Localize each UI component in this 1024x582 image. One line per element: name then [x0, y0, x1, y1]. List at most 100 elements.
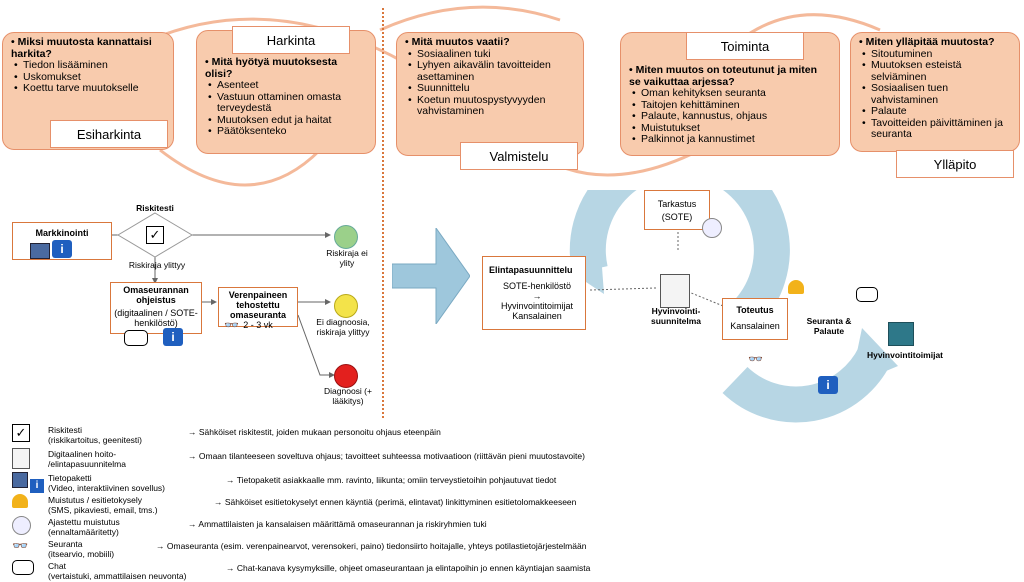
- legend-desc: Omaseuranta (esim. verenpainearvot, vere…: [166, 541, 587, 551]
- clipboard-icon: [660, 274, 690, 308]
- legend-sub: (vertaistuki, ammattilaisen neuvonta): [48, 571, 187, 581]
- hyvinvointisuunnitelma-label: Hyvinvointi-suunnitelma: [650, 306, 702, 326]
- cycle-elintapasuunnittelu: Elintapasuunnittelu SOTE-henkilöstö → Hy…: [482, 256, 586, 330]
- toteutus-title: Toteutus: [736, 305, 774, 315]
- tarkastus-sub: (SOTE): [661, 212, 693, 222]
- elintapa-line1: SOTE-henkilöstö: [502, 281, 572, 291]
- cycle-tarkastus: Tarkastus (SOTE): [644, 190, 710, 230]
- legend-sub: (riskikartoitus, geenitesti): [48, 435, 143, 445]
- tarkastus-title: Tarkastus: [657, 199, 697, 209]
- info-icon: i: [52, 240, 72, 258]
- yllapito-item: Sitoutuminen: [862, 48, 1011, 61]
- bell-icon: [12, 494, 36, 514]
- elintapa-line3: Kansalainen: [512, 311, 562, 321]
- valmistelu-item: Suunnittelu: [408, 82, 575, 95]
- yellow-circle-icon: [334, 294, 358, 318]
- hyvinvointitoimijat-label: Hyvinvointitoimijat: [866, 350, 944, 360]
- cycle-arrows: [568, 190, 898, 423]
- toiminta-item: Taitojen kehittäminen: [632, 99, 831, 112]
- elintapa-title: Elintapasuunnittelu: [489, 265, 573, 275]
- stage-label-toiminta: Toiminta: [686, 32, 804, 60]
- flow-omaseuranta: Omaseurannan ohjeistus (digitaalinen / S…: [110, 282, 202, 334]
- esiharkinta-item: Tiedon lisääminen: [14, 59, 165, 72]
- riskiraja-ei-ylity-label: Riskiraja ei ylity: [326, 248, 368, 268]
- harkinta-item: Vastuun ottaminen omasta terveydestä: [208, 91, 367, 115]
- glasses-icon: 👓: [748, 352, 763, 366]
- yllapito-item: Sosiaalisen tuen vahvistaminen: [862, 82, 1011, 106]
- yllapito-item: Muutoksen esteistä selviäminen: [862, 59, 1011, 83]
- legend-desc: Sähköiset riskitestit, joiden mukaan per…: [198, 427, 441, 437]
- flow-verenpaine: Verenpaineen tehostettu omaseuranta 2 - …: [218, 287, 298, 330]
- toiminta-item: Muistutukset: [632, 122, 831, 135]
- legend-desc: Ammattilaisten ja kansalaisen määrittämä…: [198, 519, 487, 529]
- omaseuranta-title: Omaseurannan ohjeistus: [123, 285, 189, 305]
- legend-desc: Omaan tilanteeseen soveltuva ohjaus; tav…: [198, 451, 585, 461]
- stage-label-valmistelu: Valmistelu: [460, 142, 578, 170]
- chat-icon: [856, 287, 878, 302]
- seuranta-palaute-label: Seuranta & Palaute: [806, 316, 852, 336]
- flow-connectors: [112, 212, 335, 378]
- clock-icon: [12, 516, 36, 536]
- verenpaine-sub: 2 - 3 vk: [243, 320, 273, 330]
- legend-name: Chat: [48, 561, 66, 571]
- stage-box-valmistelu: • Mitä muutos vaatii? Sosiaalinen tuki L…: [396, 32, 584, 156]
- toiminta-item: Palkinnot ja kannustimet: [632, 133, 831, 146]
- clock-icon: [702, 218, 722, 238]
- red-circle-icon: [334, 364, 358, 388]
- yllapito-item: Palaute: [862, 105, 1011, 118]
- green-circle-icon: [334, 225, 358, 249]
- legend-sub: (SMS, pikaviesti, email, tms.): [48, 505, 158, 515]
- legend-sub: (ennaltamääritetty): [48, 527, 119, 537]
- toiminta-item: Oman kehityksen seuranta: [632, 87, 831, 100]
- bell-icon: [788, 280, 804, 294]
- chat-icon: [12, 560, 36, 580]
- stage-label-harkinta: Harkinta: [232, 26, 350, 54]
- info-icon: i: [163, 328, 183, 346]
- transition-arrow: [392, 228, 470, 324]
- elintapa-line2: Hyvinvointitoimijat: [500, 301, 574, 311]
- glasses-icon: 👓: [224, 318, 239, 332]
- esiharkinta-question: Miksi muutosta kannattaisi harkita?: [11, 36, 152, 60]
- legend-name: Ajastettu muistutus: [48, 517, 120, 527]
- harkinta-item: Muutoksen edut ja haitat: [208, 114, 367, 127]
- checkbox-icon: ✓: [12, 424, 36, 444]
- legend-name: Tietopaketti: [48, 473, 92, 483]
- legend-sub: (Video, interaktiivinen sovellus): [48, 483, 166, 493]
- harkinta-item: Asenteet: [208, 79, 367, 92]
- legend-sub: /elintapasuunnitelma: [48, 459, 126, 469]
- chat-icon: [124, 330, 148, 346]
- markkinointi-label: Markkinointi: [35, 228, 89, 238]
- omaseuranta-sub: (digitaalinen / SOTE-henkilöstö): [114, 308, 198, 328]
- legend-name: Muistutus / esitietokysely: [48, 495, 143, 505]
- esiharkinta-item: Koettu tarve muutokselle: [14, 82, 165, 95]
- hyvinvointitoimijat-icon: [888, 322, 914, 346]
- phase-divider: [382, 8, 384, 418]
- elintapa-arrow: →: [532, 291, 542, 301]
- glasses-icon: 👓: [12, 538, 29, 553]
- toiminta-item: Palaute, kannustus, ohjaus: [632, 110, 831, 123]
- legend-name: Riskitesti: [48, 425, 83, 435]
- esiharkinta-item: Uskomukset: [14, 71, 165, 84]
- yllapito-question: Miten ylläpitää muutosta?: [865, 36, 995, 48]
- stage-label-esiharkinta: Esiharkinta: [50, 120, 168, 148]
- toteutus-sub: Kansalainen: [730, 321, 780, 331]
- harkinta-item: Päätöksenteko: [208, 125, 367, 138]
- ei-diagnoosia-label: Ei diagnoosia, riskiraja ylittyy: [316, 317, 370, 337]
- film-icon: [30, 243, 50, 259]
- checkbox-icon: ✓: [146, 226, 164, 244]
- legend-name: Seuranta: [48, 539, 83, 549]
- cycle-toteutus: Toteutus Kansalainen: [722, 298, 788, 340]
- clipboard-icon: [12, 448, 36, 469]
- stage-label-yllapito: Ylläpito: [896, 150, 1014, 178]
- riskitesti-label: Riskitesti: [136, 203, 174, 213]
- toiminta-question: Miten muutos on toteutunut ja miten se v…: [629, 64, 817, 88]
- valmistelu-item: Koetun muutospystyvyyden vahvistaminen: [408, 94, 575, 118]
- stage-box-yllapito: • Miten ylläpitää muutosta? Sitoutuminen…: [850, 32, 1020, 152]
- info-icon: i: [818, 376, 838, 394]
- yllapito-item: Tavoitteiden päivittäminen ja seuranta: [862, 117, 1011, 141]
- verenpaine-title: Verenpaineen tehostettu omaseuranta: [228, 290, 288, 320]
- valmistelu-item: Lyhyen aikavälin tavoitteiden asettamine…: [408, 59, 575, 83]
- harkinta-question: Mitä hyötyä muutoksesta olisi?: [205, 56, 338, 80]
- valmistelu-question: Mitä muutos vaatii?: [411, 36, 510, 48]
- legend-desc: Tietopaketit asiakkaalle mm. ravinto, li…: [236, 475, 557, 485]
